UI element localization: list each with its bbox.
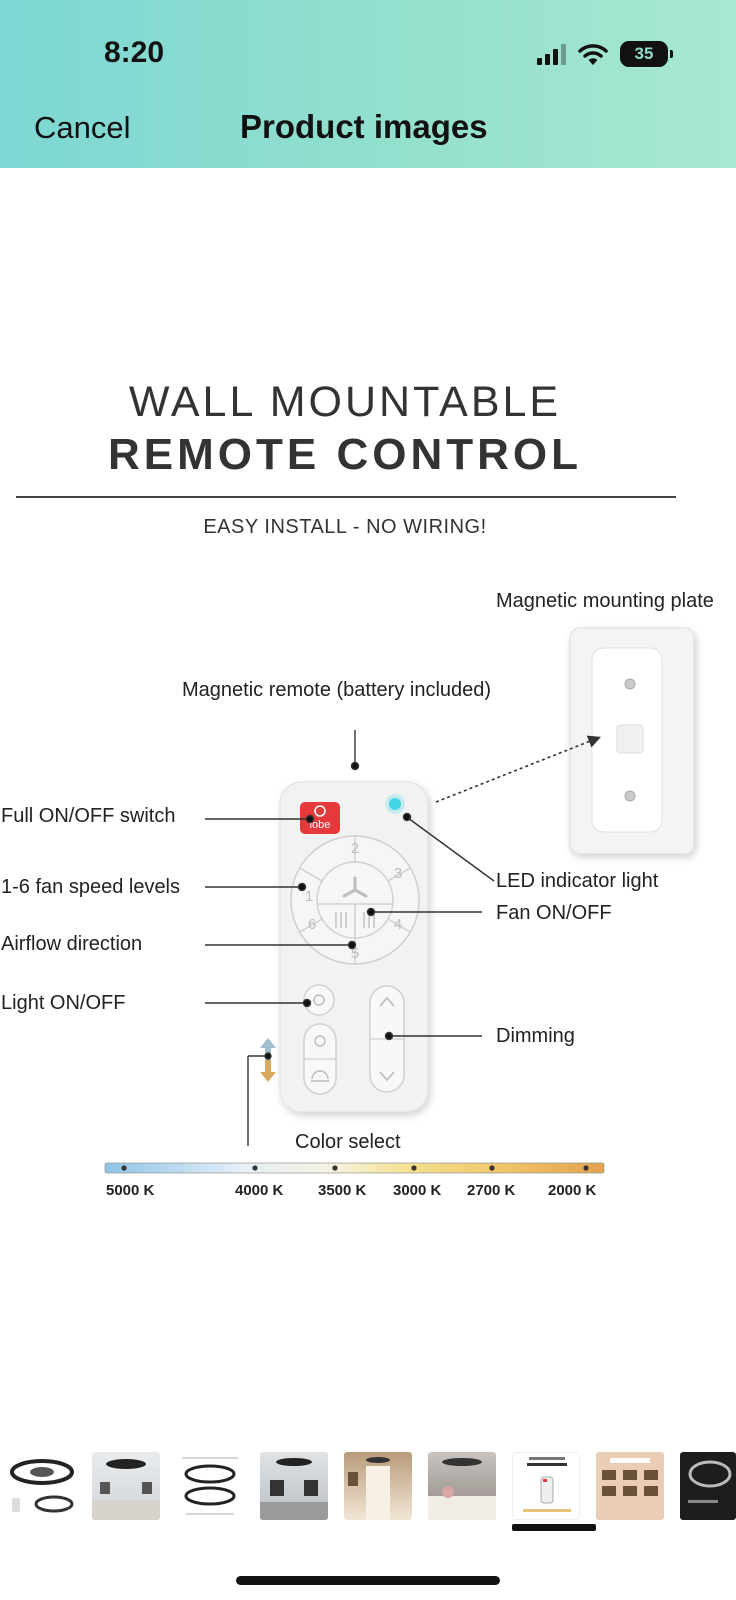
thumbnail-strip[interactable] <box>0 1452 736 1532</box>
svg-text:3: 3 <box>394 865 402 882</box>
label-fan-onoff: Fan ON/OFF <box>496 902 612 924</box>
kelvin-2000: 2000 K <box>548 1182 597 1199</box>
label-fan-speeds: 1-6 fan speed levels <box>1 876 181 898</box>
wifi-icon <box>578 44 608 65</box>
remote-diagram: lobe 1 2 3 4 5 6 <box>104 627 695 1174</box>
power-button <box>300 802 340 834</box>
label-dimming: Dimming <box>496 1025 575 1047</box>
battery-level: 35 <box>634 44 654 63</box>
svg-text:4: 4 <box>394 916 402 933</box>
label-color-select: Color select <box>295 1131 401 1153</box>
plate-pointer-arrow <box>435 735 601 803</box>
product-image-viewer[interactable]: WALL MOUNTABLE REMOTE CONTROL EASY INSTA… <box>0 168 736 1408</box>
label-led-indicator: LED indicator light <box>496 870 659 892</box>
thumbnail-2[interactable] <box>92 1452 160 1520</box>
kelvin-2700: 2700 K <box>467 1182 516 1199</box>
status-icons: 35 <box>537 40 673 68</box>
label-full-onoff: Full ON/OFF switch <box>1 805 176 827</box>
label-light-onoff: Light ON/OFF <box>1 992 126 1014</box>
svg-text:1: 1 <box>305 888 313 905</box>
thumbnail-6[interactable] <box>428 1452 496 1520</box>
status-time: 8:20 <box>104 36 165 69</box>
cancel-button[interactable]: Cancel <box>34 110 131 145</box>
header: 8:20 35 Cancel Product images <box>0 0 736 168</box>
thumbnail-3[interactable] <box>176 1452 244 1520</box>
svg-text:6: 6 <box>308 916 316 933</box>
hero-subtitle: EASY INSTALL - NO WIRING! <box>203 516 487 538</box>
svg-text:2: 2 <box>351 840 359 857</box>
kelvin-3000: 3000 K <box>393 1182 442 1199</box>
fan-icon <box>342 876 368 898</box>
thumbnail-4[interactable] <box>260 1452 328 1520</box>
led-indicator <box>389 798 401 810</box>
home-indicator[interactable] <box>236 1576 500 1585</box>
battery-icon: 35 <box>620 41 673 67</box>
svg-text:5: 5 <box>351 945 359 962</box>
thumbnail-1[interactable] <box>8 1452 76 1520</box>
hero-title-line1: WALL MOUNTABLE <box>128 378 562 426</box>
cellular-signal-icon <box>537 43 566 65</box>
label-airflow: Airflow direction <box>1 933 143 955</box>
magnetic-mounting-plate <box>569 627 695 855</box>
selected-thumbnail-indicator <box>512 1524 596 1531</box>
title-divider <box>16 496 676 498</box>
kelvin-5000: 5000 K <box>106 1182 155 1199</box>
color-temperature-bar <box>104 1162 605 1174</box>
thumbnail-8[interactable] <box>596 1452 664 1520</box>
hero-title-line2: REMOTE CONTROL <box>108 430 582 479</box>
kelvin-3500: 3500 K <box>318 1182 367 1199</box>
thumbnail-7[interactable] <box>512 1452 580 1520</box>
label-magnetic-remote: Magnetic remote (battery included) <box>182 679 492 701</box>
fan-speed-numbers: 1 2 3 4 5 6 <box>305 840 402 962</box>
page-title: Product images <box>240 108 488 145</box>
thumbnail-9[interactable] <box>680 1452 736 1520</box>
label-mounting-plate: Magnetic mounting plate <box>496 590 714 612</box>
svg-text:lobe: lobe <box>310 819 331 831</box>
light-button <box>303 984 335 1016</box>
kelvin-4000: 4000 K <box>235 1182 284 1199</box>
thumbnail-5[interactable] <box>344 1452 412 1520</box>
